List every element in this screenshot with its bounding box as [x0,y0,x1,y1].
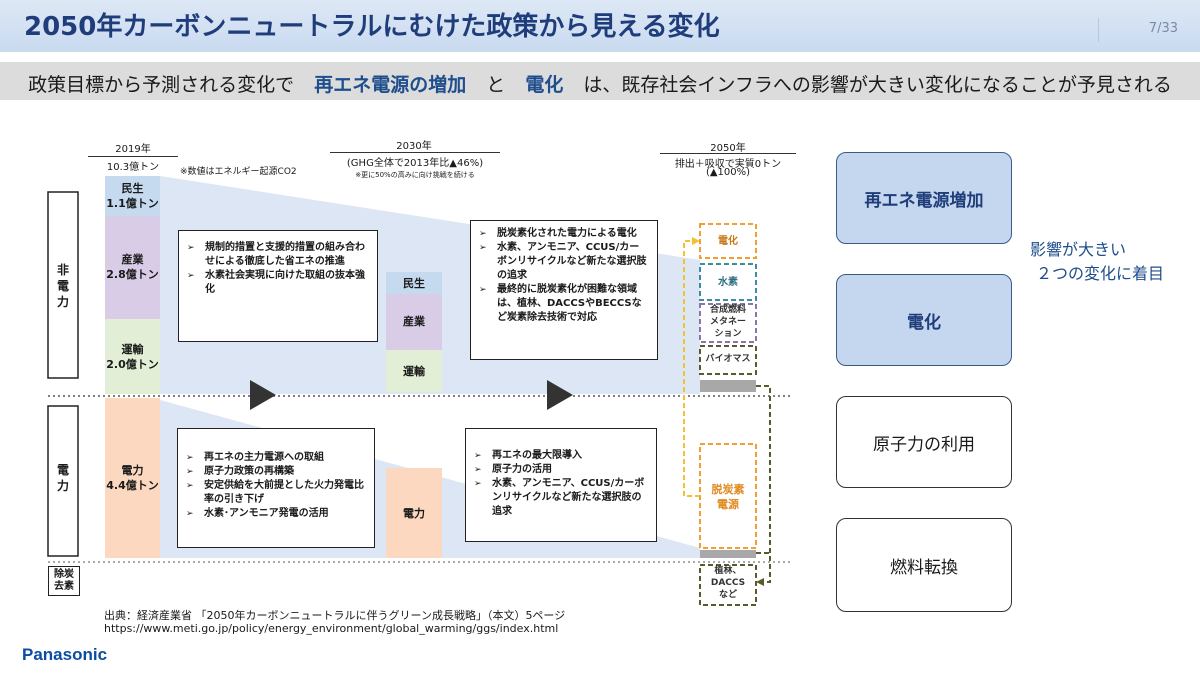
year-2030-total: (GHG全体で2013年比▲46%) [330,152,500,169]
seg-2019-unyu-name: 運輸 [121,343,144,356]
arrow-2019-to-2030 [250,380,276,410]
bar-2030-unyu [386,350,442,392]
energy-note: ※数値はエネルギー起源CO2 [180,167,297,177]
arrow-2030-to-2050 [547,380,573,410]
row-label-removal: 除炭 去素 [48,566,80,596]
seg-2019-unyu: 運輸 2.0億トン [101,342,164,372]
seg-2019-sangyo-name: 産業 [121,253,144,266]
subtitle: 政策目標から予測される変化で 再エネ電源の増加 と 電化 は、既存社会インフラへ… [0,70,1200,97]
policy-item: 水素、アンモニア、CCUS/カーボンリサイクルなど新たな選択肢の追求 [474,477,648,519]
row-frame-non-power [47,191,79,379]
label-2050-synfuel: 合成燃料 メタネー ション [709,305,746,339]
policy-item: 再エネの最大限導入 [474,449,648,463]
panasonic-logo: Panasonic [22,645,108,664]
change-box-electrification: 電化 [836,274,1012,366]
year-2030-note: ※更に50%の高みに向け挑戦を続ける [355,171,475,179]
impact-label-line1: 影響が大きい [1030,240,1127,259]
policy-box-non-power-2050: 脱炭素化された電力による電化 水素、アンモニア、CCUS/カーボンリサイクルなど… [470,220,658,360]
seg-2019-minsei-value: 1.1億トン [106,197,159,210]
policy-item: 水素･アンモニア発電の活用 [186,507,366,521]
label-2050-decarbonized-power: 脱炭素 電源 [711,483,745,511]
row-frame-power [47,405,79,557]
policy-item: 水素、アンモニア、CCUS/カーボンリサイクルなど新たな選択肢の追求 [479,241,649,283]
policy-item: 安定供給を大前提とした火力発電比率の引き下げ [186,479,366,507]
year-2050-pct: (▲100%) [705,167,751,178]
year-2050-total: 排出＋吸収で実質0トン [660,153,796,170]
policy-item: 水素社会実現に向けた取組の抜本強化 [187,269,369,297]
year-2050-label: 2050年 [710,143,746,154]
seg-2019-minsei: 民生 1.1億トン [105,181,160,211]
bar-2019-sangyo [105,216,160,319]
box-2050-synfuel [699,303,757,343]
seg-2030-sangyo: 産業 [403,315,425,328]
seg-2019-minsei-name: 民生 [121,182,144,195]
subtitle-pre: 政策目標から予測される変化で [28,74,295,96]
seg-2030-minsei: 民生 [403,277,425,290]
change-box-nuclear: 原子力の利用 [836,396,1012,488]
seg-2019-sangyo: 産業 2.8億トン [101,252,164,282]
source-citation: 出典：経済産業省 「2050年カーボンニュートラルに伴うグリーン成長戦略」（本文… [104,609,566,622]
policy-item: 脱炭素化された電力による電化 [479,227,649,241]
subtitle-highlight-renewable: 再エネ電源の増加 [314,74,467,96]
box-2050-hydrogen [699,263,757,301]
policy-item: 最終的に脱炭素化が困難な領域は、植林、DACCSやBECCSなど炭素除去技術で対… [479,283,649,325]
change-box-fuel-switch: 燃料転換 [836,518,1012,612]
seg-2019-denryoku: 電力 4.4億トン [101,463,164,493]
seg-2019-denryoku-name: 電力 [121,464,144,477]
label-2050-biomass: バイオマス [705,354,751,364]
bar-2019-unyu [105,319,160,394]
policy-box-power-2030: 再エネの主力電源への取組 原子力政策の再構築 安定供給を大前提とした火力発電比率… [177,428,375,548]
policy-box-non-power-2030: 規制的措置と支援的措置の組み合わせによる徹底した省エネの推進 水素社会実現に向け… [178,230,378,342]
policy-item: 規制的措置と支援的措置の組み合わせによる徹底した省エネの推進 [187,241,369,269]
year-2019-total: 10.3億トン [88,156,178,173]
bar-2019-denryoku [105,398,160,558]
policy-item: 原子力の活用 [474,463,648,477]
impact-label-line2: ２つの変化に着目 [1036,264,1165,283]
seg-2019-unyu-value: 2.0億トン [106,358,159,371]
label-2050-removal: 植林、 DACCS など [710,566,746,600]
year-2019-label: 2019年 [115,144,151,155]
subtitle-highlight-electrification: 電化 [525,74,564,96]
bar-2050-power-residual [700,550,756,558]
slide-title: 2050年カーボンニュートラルにむけた政策から見える変化 [24,12,720,42]
connector-power-to-electrification [683,240,700,497]
subtitle-bar [0,62,1200,100]
year-2030-label: 2030年 [396,141,432,152]
row-label-power: 電 力 [56,463,69,493]
subtitle-and: と [486,74,506,96]
seg-2019-denryoku-value: 4.4億トン [106,479,159,492]
policy-box-power-2050: 再エネの最大限導入 原子力の活用 水素、アンモニア、CCUS/カーボンリサイクル… [465,428,657,542]
change-box-renewable: 再エネ電源増加 [836,152,1012,244]
row-label-non-power: 非 電 力 [56,263,69,309]
source-url[interactable]: https://www.meti.go.jp/policy/energy_env… [104,622,559,635]
title-bar [0,0,1200,52]
seg-2030-denryoku: 電力 [403,507,425,520]
policy-item: 再エネの主力電源への取組 [186,451,366,465]
bar-2030-denryoku [386,468,442,558]
label-2050-hydrogen: 水素 [718,277,738,288]
box-2050-biomass [699,345,757,375]
bar-2030-minsei [386,272,442,294]
bar-2019-minsei [105,176,160,216]
bar-2050-non-power-residual [700,380,756,392]
connector-residual-to-removal [756,385,771,583]
page-number: 7/33 [1098,18,1178,42]
box-2050-removal [699,564,757,606]
policy-item: 原子力政策の再構築 [186,465,366,479]
connector-arrowhead-electrification [692,237,700,245]
bar-2030-sangyo [386,294,442,350]
label-2050-electrification: 電化 [718,236,738,247]
connector-arrowhead-removal [756,578,764,586]
seg-2019-sangyo-value: 2.8億トン [106,268,159,281]
subtitle-post: は、既存社会インフラへの影響が大きい変化になることが予見される [583,74,1172,96]
seg-2030-unyu: 運輸 [403,365,425,378]
